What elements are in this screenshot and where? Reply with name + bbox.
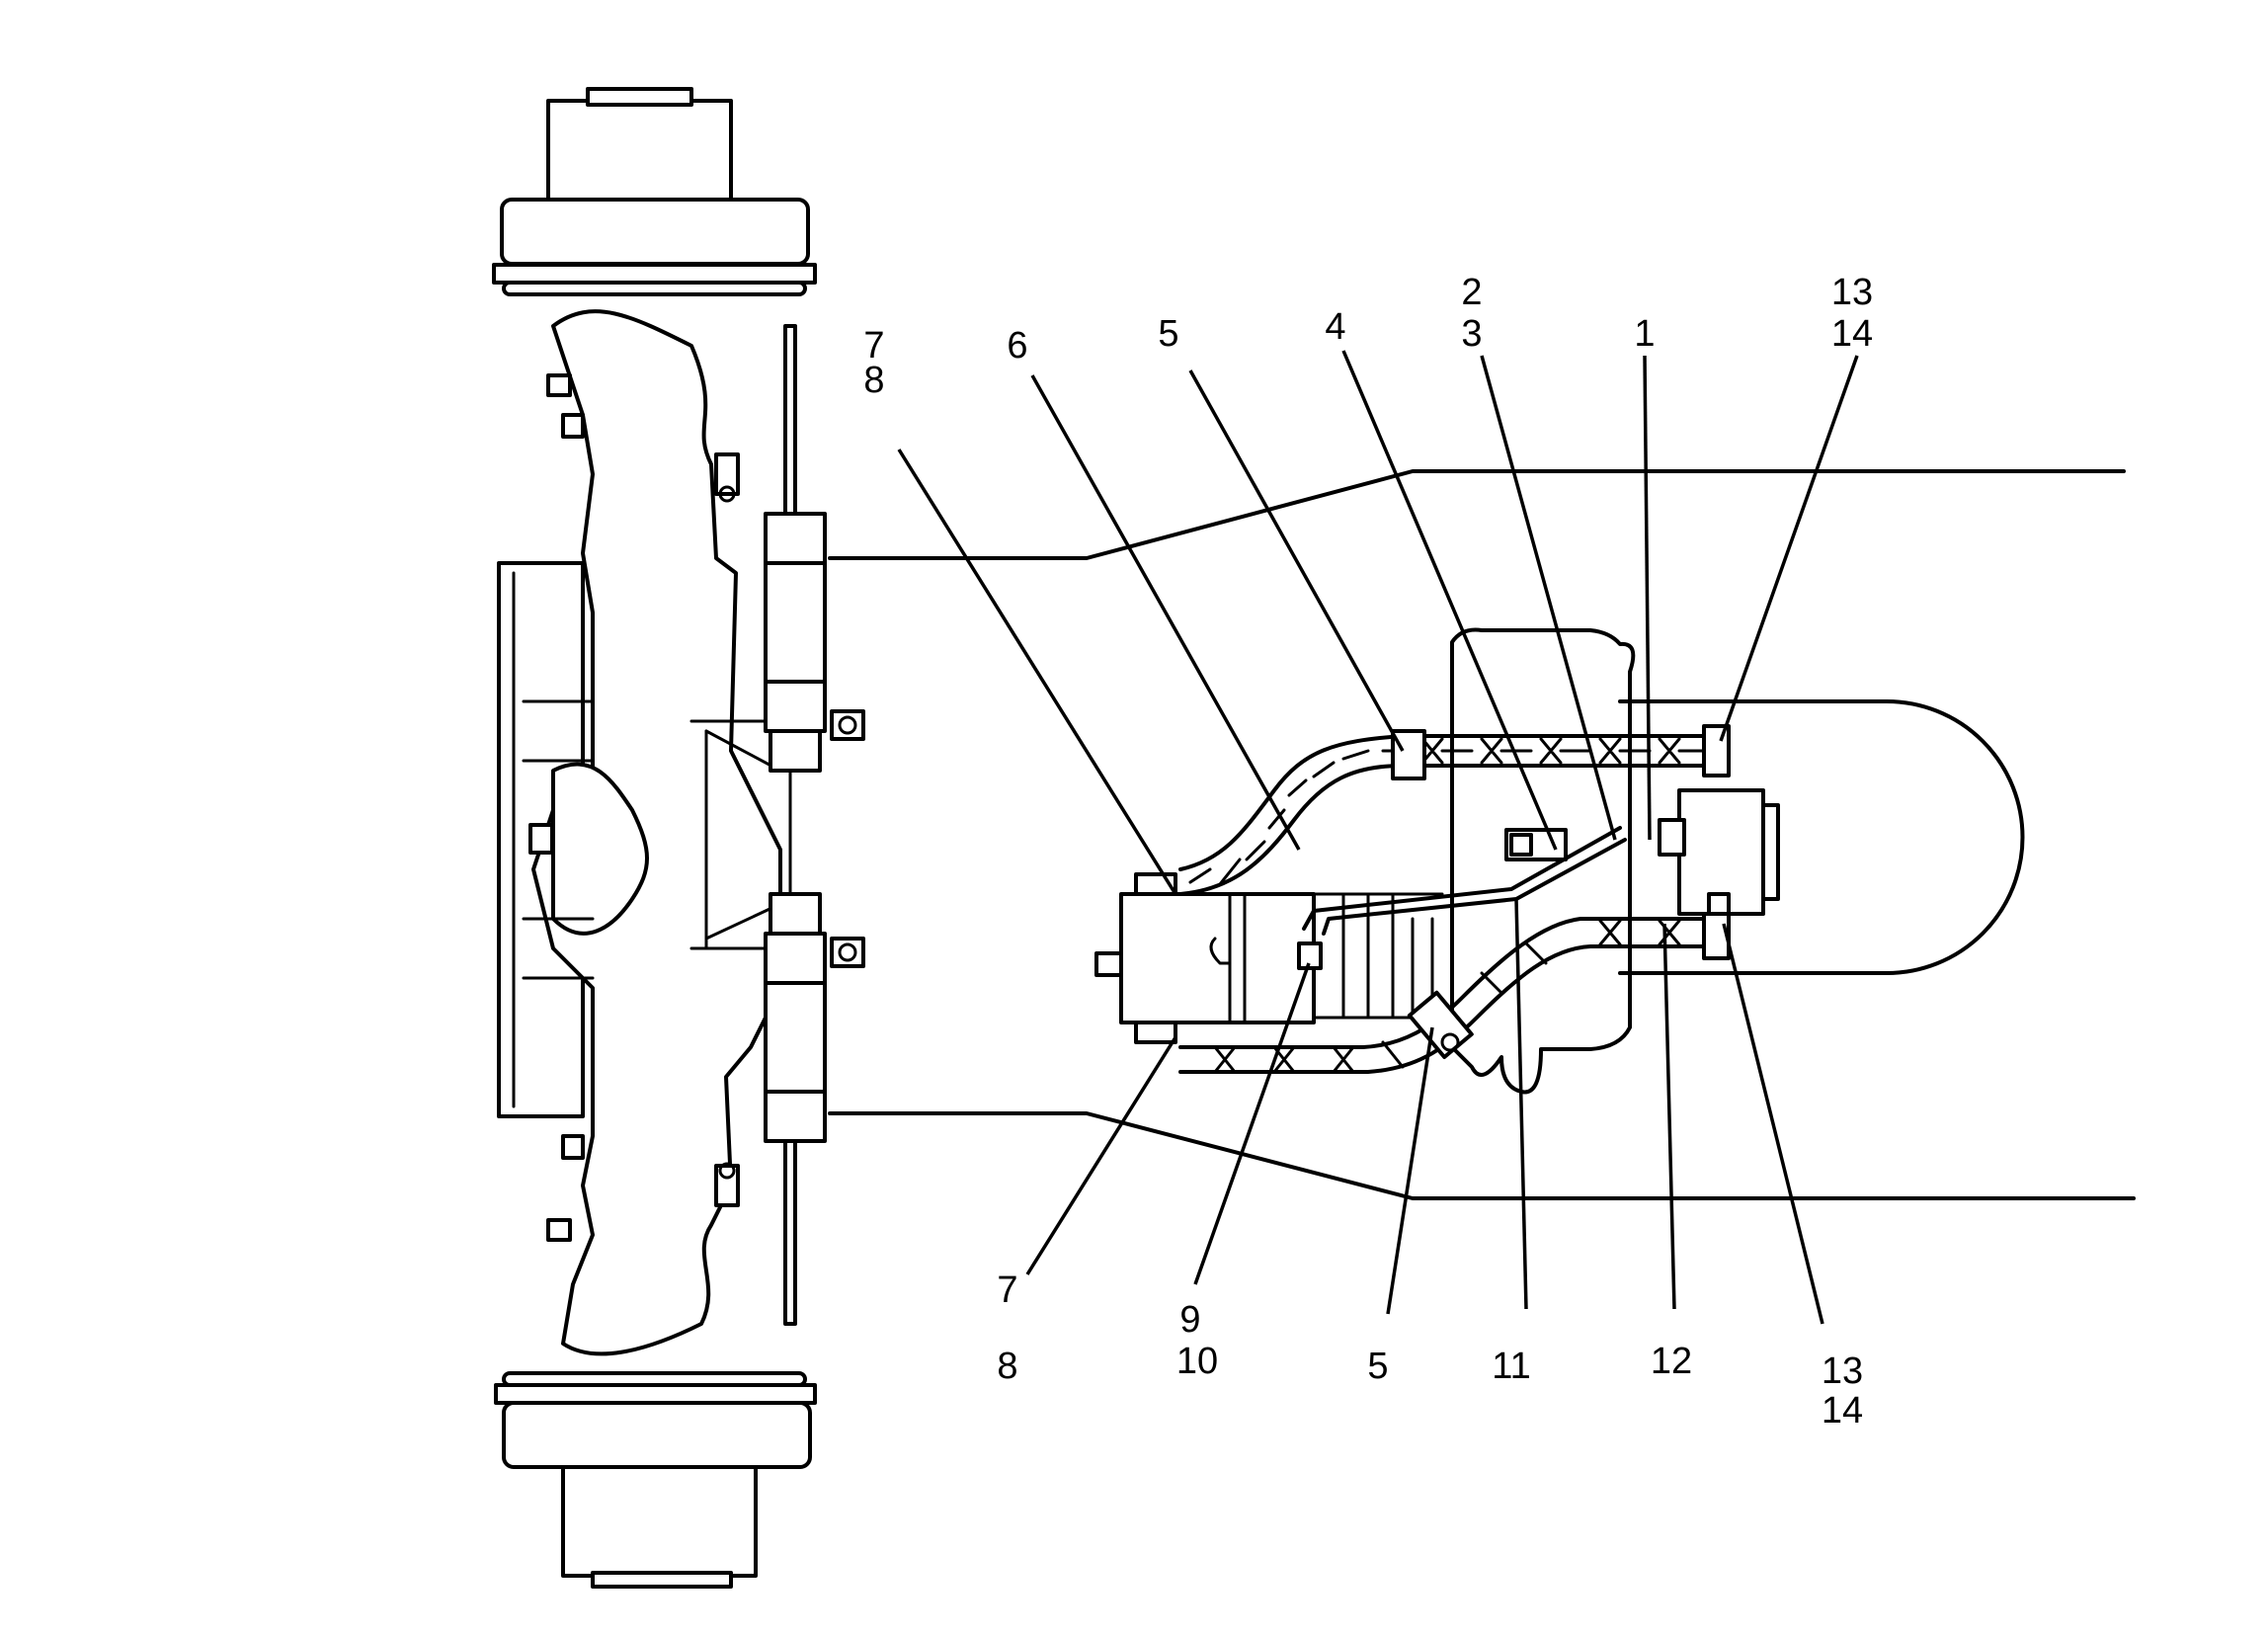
bottom-wheel (494, 1371, 817, 1589)
callout-8-top: 8 (863, 360, 884, 401)
callout-5-bottom: 5 (1367, 1346, 1388, 1387)
leader-lines (897, 350, 1859, 1325)
callouts: 7 8 6 5 4 2 3 1 13 14 7 8 9 10 5 11 12 1… (863, 272, 1873, 1432)
callout-13-top: 13 (1831, 272, 1873, 313)
valve-block (1504, 788, 1780, 916)
callout-5-top: 5 (1158, 313, 1178, 355)
callout-2: 2 (1461, 272, 1482, 313)
gearbox-housing (1411, 627, 1636, 1095)
tie-rod-bottom (714, 892, 865, 1326)
hose-fittings (1702, 724, 1731, 960)
callout-12: 12 (1651, 1341, 1692, 1382)
callout-4: 4 (1325, 306, 1345, 348)
hose-upper (1178, 729, 1721, 896)
callout-3: 3 (1461, 313, 1482, 355)
callout-10: 10 (1176, 1341, 1218, 1382)
callout-13-bottom: 13 (1822, 1350, 1863, 1392)
callout-7-bottom: 7 (997, 1269, 1017, 1311)
callout-6: 6 (1007, 325, 1027, 367)
callout-14-top: 14 (1831, 313, 1873, 355)
callout-14-bottom: 14 (1822, 1390, 1863, 1432)
pump-body (1094, 872, 1444, 1044)
top-wheel (492, 87, 817, 296)
callout-11: 11 (1492, 1346, 1530, 1387)
tie-rod-top (714, 324, 865, 773)
frame-rails (828, 469, 2136, 1200)
callout-7-top: 7 (863, 325, 884, 367)
axle-beam (497, 309, 792, 1356)
callout-1: 1 (1634, 313, 1655, 355)
callout-8-bottom: 8 (997, 1346, 1017, 1387)
hose-lower (1178, 917, 1721, 1074)
callout-9: 9 (1179, 1299, 1200, 1341)
center-pipe (1297, 826, 1627, 970)
